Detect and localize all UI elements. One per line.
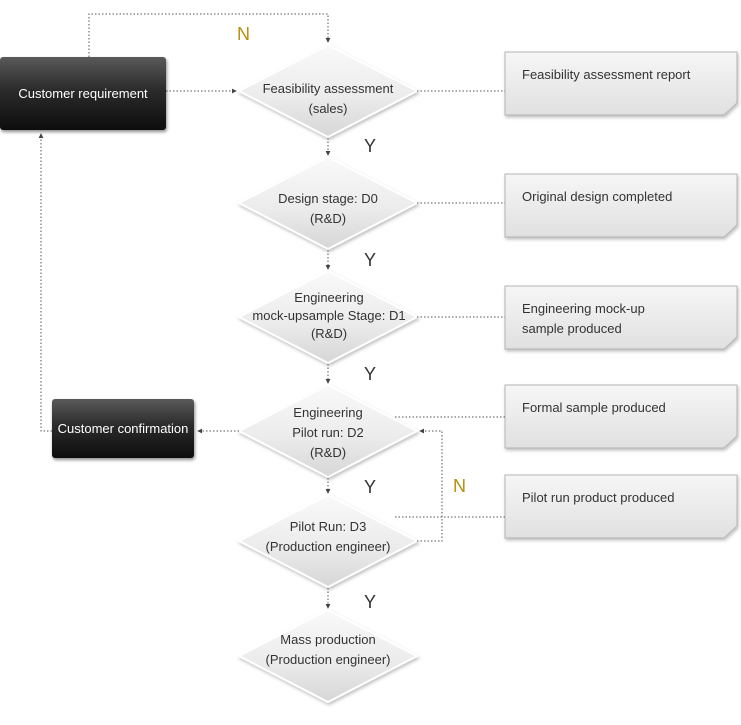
label-yes-3: Y [364, 364, 377, 384]
mass-text: Mass production (Production engineer) [265, 632, 391, 667]
customer-confirmation-label: Customer confirmation [57, 421, 189, 436]
customer-requirement-label: Customer requirement [18, 86, 148, 101]
customer-requirement-box: Customer requirement [0, 57, 166, 130]
label-yes-4: Y [364, 477, 377, 497]
feasibility-text: Feasibility assessment (sales) [262, 81, 394, 116]
connector-no-loop-top [88, 13, 331, 57]
pilot-d3-text: Pilot Run: D3 (Production engineer) [265, 519, 391, 554]
label-yes-5: Y [364, 592, 377, 612]
diamond-design [236, 155, 420, 251]
note-formal-sample-shape [504, 384, 738, 449]
label-no-top: N [237, 24, 250, 44]
label-no-right: N [453, 476, 466, 496]
note-mockup-sample-shape [504, 285, 738, 350]
note-pilot-product-shape [504, 474, 738, 539]
note-feasibility-report: Feasibility assessment report [522, 67, 691, 82]
pilot-d2-text: Engineering Pilot run: D2 (R&D) [292, 405, 364, 460]
note-original-design-shape [504, 173, 738, 238]
diamond-mockup [236, 269, 420, 365]
diamond-pilot-d3 [236, 493, 420, 589]
mockup-text: Engineering mock-upsample Stage: D1 (R&D… [252, 290, 406, 341]
design-text: Design stage: D0 (R&D) [278, 191, 378, 226]
note-original-design: Original design completed [522, 189, 673, 204]
connector-no-loop-right [417, 428, 443, 542]
connector-confirmation-to-requirement [38, 133, 52, 432]
label-yes-1: Y [364, 136, 377, 156]
customer-confirmation-box: Customer confirmation [52, 399, 194, 458]
note-pilot-product: Pilot run product produced [522, 490, 675, 505]
note-mockup-sample: Engineering mock-up sample produced [522, 301, 645, 336]
diamond-pilot-d2 [236, 383, 420, 479]
note-feasibility-report-shape [504, 51, 738, 116]
label-yes-2: Y [364, 250, 377, 270]
diamond-mass [236, 608, 420, 704]
note-formal-sample: Formal sample produced [522, 400, 666, 415]
diamond-feasibility [236, 43, 420, 139]
